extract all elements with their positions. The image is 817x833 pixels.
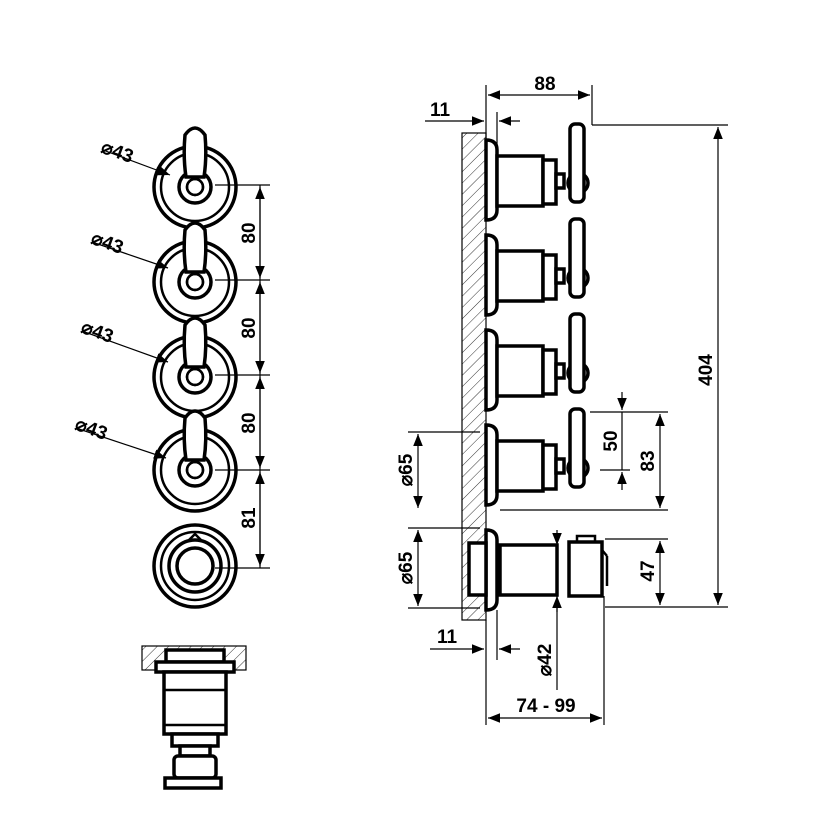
spacing-label: 80 (239, 317, 260, 338)
valve-knob-3 (152, 316, 238, 420)
projection-range-label: 74 - 99 (516, 696, 575, 717)
valve-knob-1 (152, 126, 238, 230)
spacing-label: 81 (239, 507, 260, 529)
diameter-label: ⌀43 (88, 228, 126, 259)
side-valve-3 (484, 312, 590, 412)
spacing-label: 80 (239, 412, 260, 433)
flange-diameter-label: ⌀65 (396, 551, 417, 584)
side-valve-2 (484, 217, 590, 317)
side-valve-1 (484, 122, 590, 222)
side-diverter (467, 528, 609, 612)
lever-label: 50 (601, 430, 622, 451)
spacing-label: 80 (239, 222, 260, 243)
side-dimensions: 88 11 404 50 83 47 (396, 74, 728, 725)
diameter-label: ⌀43 (72, 414, 110, 445)
diverter-knob (152, 523, 238, 609)
depth-label: 88 (534, 74, 555, 95)
flange-bottom-label: 11 (437, 627, 458, 648)
diameter-label: ⌀43 (78, 317, 116, 348)
spacing-dimensions: 80 80 80 81 (215, 184, 270, 569)
valve-knob-2 (152, 221, 238, 325)
bottom-view (141, 645, 247, 790)
unit-height-label: 83 (638, 450, 659, 471)
valve-knob-4 (152, 409, 238, 513)
side-valve-4 (484, 407, 590, 507)
flange-top-label: 11 (430, 100, 451, 121)
side-view: 88 11 404 50 83 47 (396, 74, 728, 725)
front-view: 80 80 80 81 ⌀43 ⌀43 ⌀43 ⌀43 (72, 126, 270, 609)
diameter-label: ⌀43 (98, 137, 136, 168)
flange-diameter-label: ⌀65 (396, 453, 417, 486)
total-height-label: 404 (696, 354, 717, 386)
body-diameter-label: ⌀42 (535, 644, 556, 677)
wall-section (461, 132, 487, 621)
diverter-height-label: 47 (638, 560, 659, 581)
